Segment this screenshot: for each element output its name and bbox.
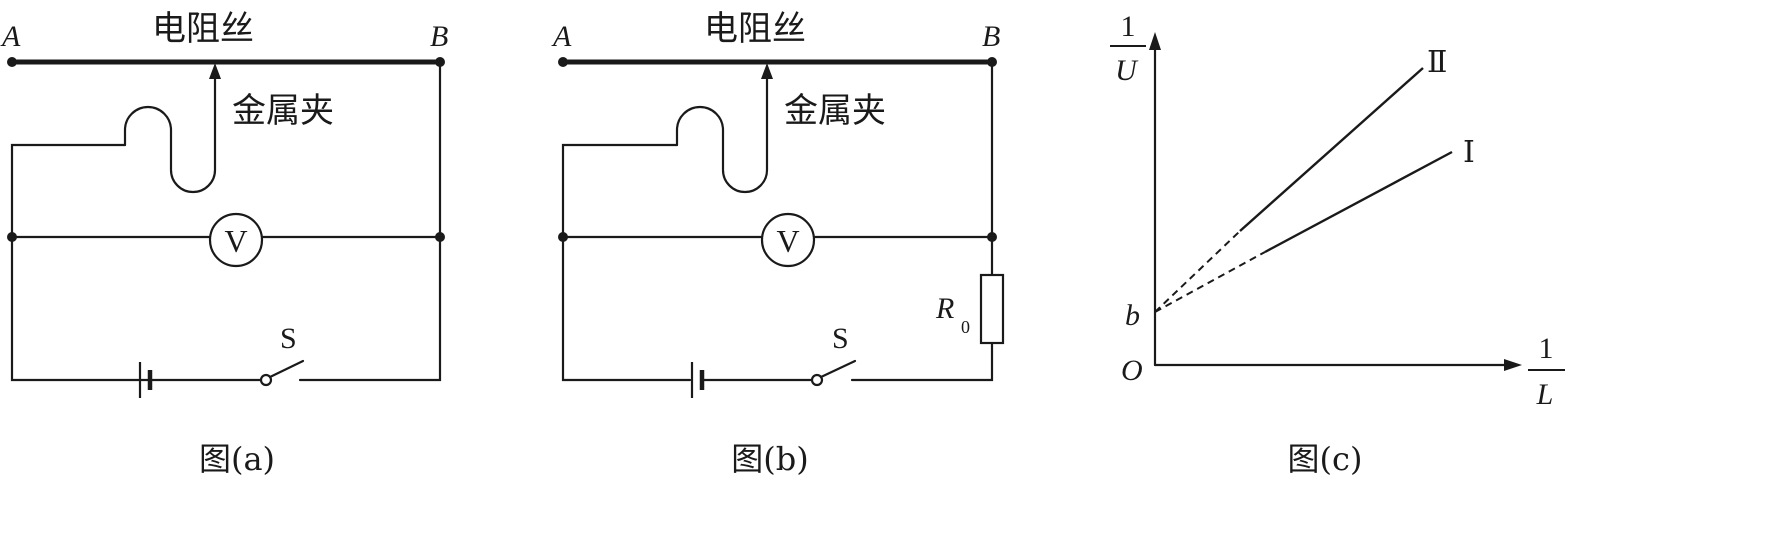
node-vm-right-a: [435, 232, 445, 242]
clip-arrow-b: [761, 63, 773, 79]
intercept-label: b: [1125, 299, 1140, 332]
label-metal-clip: 金属夹: [232, 91, 334, 131]
right-wire-lower-b: [850, 341, 994, 382]
y-axis-arrow: [1149, 32, 1161, 50]
caption-b: 图(b): [731, 440, 808, 478]
clip-lead-a: [123, 70, 217, 194]
node-vm-right-b: [987, 232, 997, 242]
voltmeter-a: [208, 212, 264, 268]
resistor-r0: [979, 273, 1005, 345]
graph-c: 1 U 1 L O b Ⅱ Ⅰ 图(c): [1110, 10, 1565, 478]
label-point-a: A: [0, 20, 21, 53]
node-vm-left-a: [7, 232, 17, 242]
voltmeter-symbol-a: V: [224, 223, 247, 259]
x-axis-arrow: [1504, 359, 1522, 371]
caption-c: 图(c): [1288, 440, 1363, 478]
node-a-left: [7, 57, 17, 67]
switch-pivot-a: [259, 373, 273, 387]
label-point-b-b: B: [982, 20, 1000, 53]
left-wire-b: [561, 143, 692, 382]
line-1-dashed: [1154, 251, 1266, 313]
voltmeter-symbol-b: V: [776, 223, 799, 259]
clip-lead-b: [675, 70, 769, 194]
y-axis-denominator: U: [1115, 54, 1139, 87]
line-2-dashed: [1154, 230, 1241, 313]
resistor-subscript: 0: [961, 317, 970, 337]
origin-label: O: [1121, 354, 1143, 387]
line-1-label: Ⅰ: [1463, 136, 1475, 169]
label-point-a-b: A: [551, 20, 572, 53]
label-metal-clip-b: 金属夹: [784, 91, 886, 131]
resistor-label: R: [935, 292, 954, 325]
label-resistance-wire-b: 电阻丝: [704, 9, 806, 49]
line-2-label: Ⅱ: [1427, 46, 1447, 79]
switch-pivot-b: [810, 373, 824, 387]
right-wire-a: [298, 60, 442, 382]
line-2-solid: [1239, 67, 1424, 232]
voltmeter-b: [760, 212, 816, 268]
left-wire-a: [10, 143, 150, 382]
switch-label-a: S: [280, 322, 297, 355]
switch-label-b: S: [832, 322, 849, 355]
x-axis-denominator: L: [1536, 378, 1554, 411]
label-point-b: B: [430, 20, 448, 53]
x-axis-numerator: 1: [1539, 332, 1554, 365]
node-a-left-b: [558, 57, 568, 67]
caption-a: 图(a): [199, 440, 275, 478]
node-vm-left-b: [558, 232, 568, 242]
line-1-solid: [1264, 150, 1453, 254]
switch-blade-a: [268, 359, 305, 379]
label-resistance-wire: 电阻丝: [152, 9, 254, 49]
circuit-b: A B 电阻丝 金属夹 V S R 0 图(b): [551, 9, 1005, 478]
clip-arrow-a: [209, 63, 221, 79]
switch-blade-b: [819, 359, 857, 379]
y-axis-numerator: 1: [1121, 10, 1136, 43]
circuit-a: A B 电阻丝 金属夹 V S 图(a): [0, 9, 448, 478]
